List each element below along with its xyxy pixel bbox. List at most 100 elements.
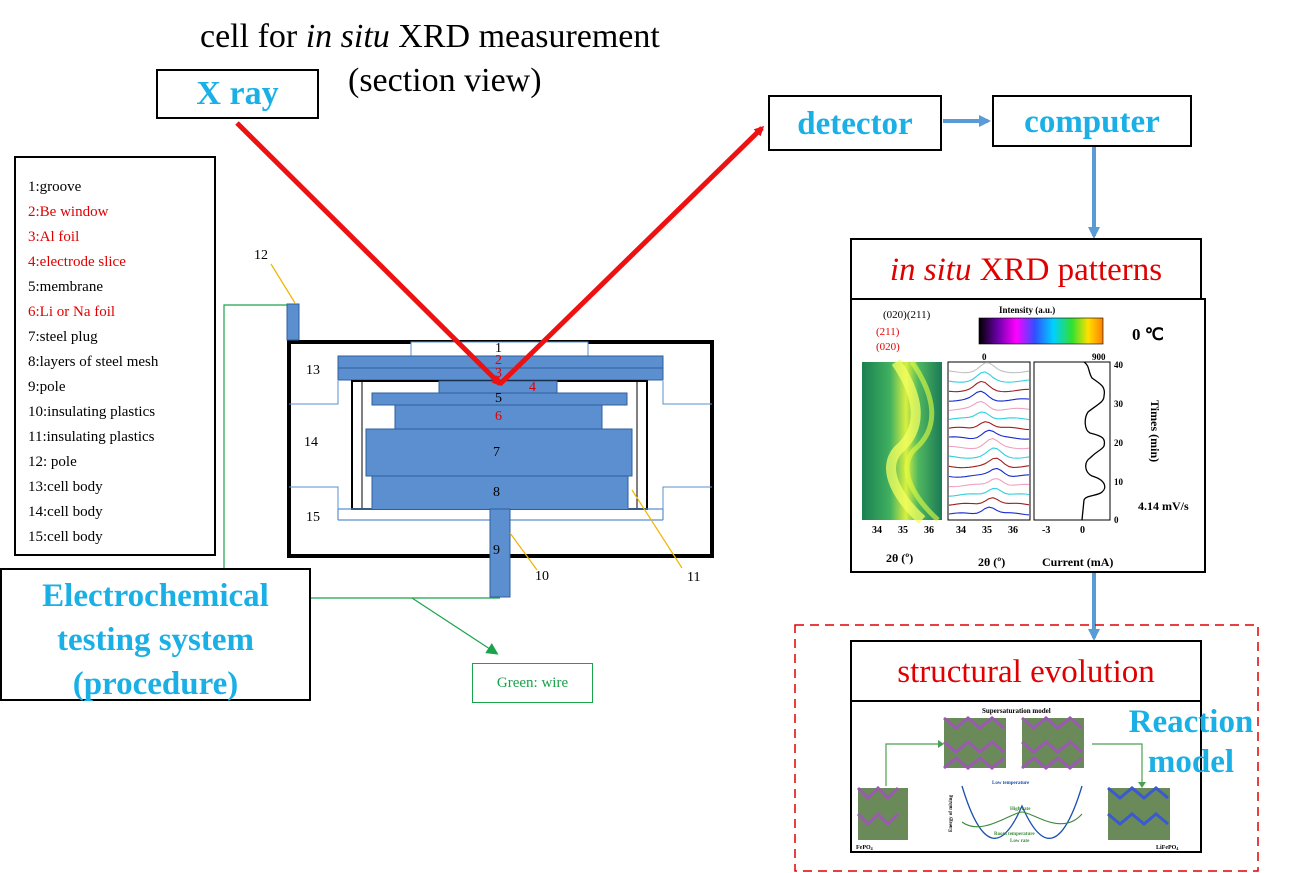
part-label-12: 12 bbox=[254, 248, 268, 263]
time-tick: 40 bbox=[1114, 360, 1124, 370]
crystal-fepo4 bbox=[856, 785, 908, 840]
xrd-figure-panel: (020)(211) (211) (020) Intensity (a.u.) … bbox=[850, 298, 1206, 573]
pattern-lines bbox=[948, 362, 1030, 516]
current-plot bbox=[1033, 361, 1111, 521]
peak-label-black: (020)(211) bbox=[883, 309, 931, 321]
part-label-2: 2 bbox=[495, 353, 502, 368]
legend-item: 8:layers of steel mesh bbox=[28, 354, 159, 370]
electrochem-line1: Electrochemical bbox=[42, 578, 269, 614]
reaction-line2: model bbox=[1147, 744, 1235, 780]
times-axis-label: Times (min) bbox=[1148, 400, 1162, 462]
time-tick: 20 bbox=[1114, 438, 1124, 448]
theta-tick: 34 bbox=[872, 525, 882, 536]
pattern-trace bbox=[948, 411, 1030, 421]
pattern-trace bbox=[948, 478, 1030, 488]
top-pole-part bbox=[286, 303, 300, 341]
energy-axis-label: Energy of mixing bbox=[949, 795, 954, 832]
part-label-15: 15 bbox=[306, 510, 320, 525]
room-temp-label: Room temperature bbox=[994, 832, 1035, 837]
part-label-10: 10 bbox=[535, 569, 549, 584]
theta-tick: 34 bbox=[956, 525, 966, 536]
xrd-patterns-title-box: in situ XRD patterns bbox=[850, 238, 1202, 300]
part-label-6: 6 bbox=[495, 409, 502, 424]
peak-label-211: (211) bbox=[876, 326, 900, 338]
xrd-title-italic: in situ bbox=[889, 252, 972, 288]
pattern-trace bbox=[948, 497, 1030, 506]
title-text-a: cell for bbox=[200, 18, 306, 55]
legend-item: 7:steel plug bbox=[28, 329, 98, 345]
time-tick: 30 bbox=[1114, 399, 1124, 409]
electrochem-line2: testing system bbox=[56, 622, 255, 658]
intensity-min: 0 bbox=[982, 352, 987, 362]
wire-legend-note: Green: wire bbox=[472, 663, 593, 703]
part-label-13: 13 bbox=[306, 363, 320, 378]
pattern-trace bbox=[948, 447, 1030, 459]
scan-rate-label: 4.14 mV/s bbox=[1138, 499, 1189, 513]
xrd-title-rest: XRD patterns bbox=[971, 252, 1163, 288]
current-curve bbox=[1081, 361, 1106, 521]
fepo4-label: FePO4 bbox=[856, 845, 873, 851]
crystal-lifepo4 bbox=[1107, 786, 1170, 840]
crystal-top-left bbox=[943, 716, 1006, 770]
pattern-trace bbox=[948, 421, 1030, 431]
diagram-title-line1: cell for in situ XRD measurement bbox=[200, 18, 660, 56]
current-tick: 0 bbox=[1080, 525, 1085, 536]
low-rate-label: Low rate bbox=[1010, 839, 1030, 844]
computer-box: computer bbox=[992, 95, 1192, 147]
intensity-max: 900 bbox=[1092, 352, 1106, 362]
structural-evolution-title-box: structural evolution bbox=[850, 640, 1202, 702]
legend-item: 14:cell body bbox=[28, 504, 103, 520]
lifepo4-label: LiFePO4 bbox=[1156, 845, 1178, 851]
wire-top-pole bbox=[223, 304, 287, 568]
part-label-5: 5 bbox=[495, 391, 502, 406]
legend-item: 2:Be window bbox=[28, 204, 109, 220]
legend-item: 5:membrane bbox=[28, 279, 103, 295]
theta-tick: 35 bbox=[982, 525, 992, 536]
part-label-4: 4 bbox=[529, 380, 536, 395]
part-label-3: 3 bbox=[495, 366, 502, 381]
legend-item: 15:cell body bbox=[28, 529, 103, 545]
pattern-trace bbox=[948, 429, 1030, 440]
legend-item: 13:cell body bbox=[28, 479, 103, 495]
low-temp-label: Low temperature bbox=[992, 781, 1030, 786]
pattern-trace bbox=[948, 438, 1030, 450]
wire-legend-arrow bbox=[411, 597, 499, 655]
bottom-pole-part bbox=[489, 508, 511, 598]
legend-item: 4:electrode slice bbox=[28, 254, 126, 270]
peak-label-020: (020) bbox=[876, 341, 900, 353]
detector-box: detector bbox=[768, 95, 942, 151]
pattern-trace bbox=[948, 487, 1030, 497]
crystal-top-right bbox=[1021, 716, 1084, 770]
theta-tick: 36 bbox=[1008, 525, 1018, 536]
part-label-1: 1 bbox=[495, 341, 502, 356]
electrochem-line3: (procedure) bbox=[72, 666, 239, 702]
pattern-trace bbox=[948, 362, 1030, 374]
pattern-trace bbox=[948, 390, 1030, 402]
current-tick: -3 bbox=[1042, 525, 1050, 536]
steel-plug-part bbox=[365, 428, 633, 477]
current-axis-label: Current (mA) bbox=[1042, 555, 1113, 569]
reaction-line1: Reaction bbox=[1128, 704, 1254, 740]
title-text-italic: in situ bbox=[305, 18, 390, 55]
legend-item: 6:Li or Na foil bbox=[28, 304, 116, 320]
steel-mesh-part bbox=[371, 475, 629, 510]
part-label-11: 11 bbox=[687, 570, 701, 585]
xray-incident-beam bbox=[235, 121, 503, 387]
time-tick: 0 bbox=[1114, 515, 1119, 525]
temperature-label: 0 ℃ bbox=[1132, 325, 1164, 344]
legend-item: 10:insulating plastics bbox=[28, 404, 156, 420]
theta-axis-label-2: 2θ (º) bbox=[978, 555, 1005, 569]
high-rate-label: High rate bbox=[1010, 807, 1031, 812]
pattern-trace bbox=[948, 506, 1030, 516]
theta-tick: 35 bbox=[898, 525, 908, 536]
xrd-contour-figure: (020)(211) (211) (020) Intensity (a.u.) … bbox=[862, 305, 1189, 569]
legend-item: 3:Al foil bbox=[28, 229, 80, 245]
xray-diffracted-beam bbox=[498, 125, 765, 386]
legend-item: 9:pole bbox=[28, 379, 66, 395]
intensity-colorbar bbox=[978, 317, 1104, 345]
pattern-trace bbox=[948, 457, 1030, 469]
time-ticks: 40 30 20 10 0 bbox=[1114, 360, 1124, 525]
reaction-model-figure: Supersaturation model Low temperature Hi… bbox=[856, 707, 1178, 851]
